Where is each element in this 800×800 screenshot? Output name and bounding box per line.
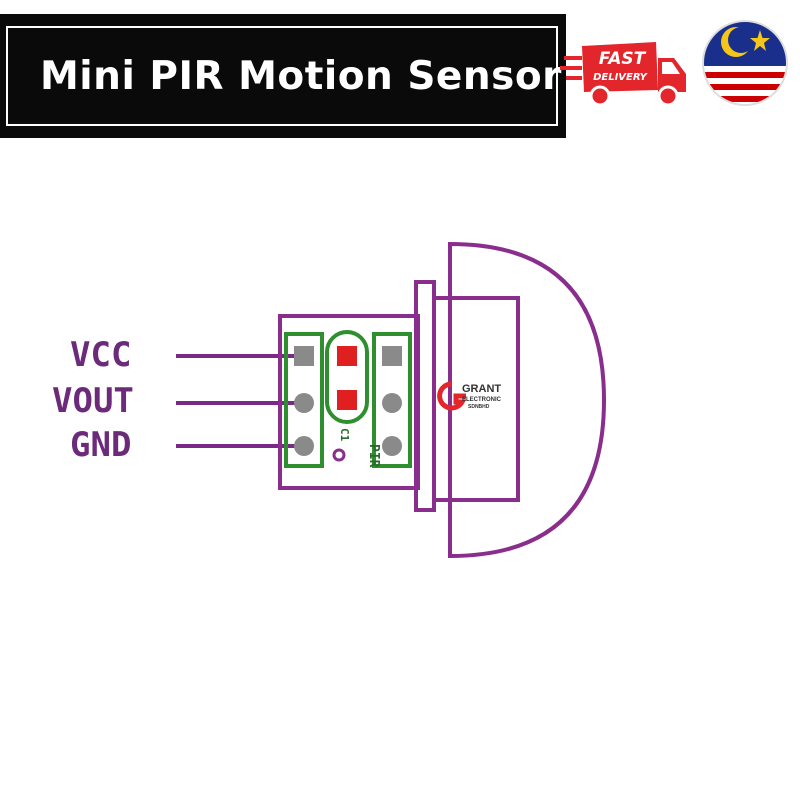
badge-fast-text: FAST <box>599 49 647 69</box>
grant-logo-icon <box>437 381 467 411</box>
malaysia-flag-icon <box>702 20 788 106</box>
polarity-marker <box>332 448 346 462</box>
pin-label-gnd: GND <box>70 425 131 465</box>
fresnel-lens-dome <box>448 241 607 559</box>
brand-name: GRANT <box>462 383 501 395</box>
silk-c1-label: C1 <box>338 428 351 442</box>
pad-right-2 <box>382 393 402 413</box>
title-bar: Mini PIR Motion Sensor <box>0 14 566 138</box>
pad-right-3 <box>382 436 402 456</box>
pad-gnd <box>294 436 314 456</box>
title-frame: Mini PIR Motion Sensor <box>6 26 561 126</box>
fast-delivery-badge: FAST DELIVERY <box>560 42 686 107</box>
pcb-silkscreen <box>284 330 412 468</box>
header-pads <box>294 346 402 456</box>
left-header-outline <box>284 332 324 468</box>
pin-label-vcc: VCC <box>70 335 131 375</box>
pad-vout <box>294 393 314 413</box>
page-title: Mini PIR Motion Sensor <box>40 53 562 99</box>
badge-delivery-text: DELIVERY <box>593 72 649 83</box>
pin-label-vout: VOUT <box>52 381 134 421</box>
pad-vcc <box>294 346 314 366</box>
grant-electronic-logo: GRANT ELECTRONIC SDNBHD <box>437 381 502 411</box>
pad-right-1 <box>382 346 402 366</box>
c1-pad-top <box>337 346 357 366</box>
silk-pir-label: PIR <box>366 444 381 468</box>
sensor-outline <box>278 241 607 559</box>
brand-line2: ELECTRONIC <box>462 397 502 403</box>
brand-line3: SDNBHD <box>468 404 490 410</box>
right-header-outline <box>372 332 412 468</box>
c1-pad-bottom <box>337 390 357 410</box>
truck-icon <box>560 42 686 107</box>
c1-capacitor-outline <box>325 330 369 424</box>
sensor-housing <box>432 296 520 502</box>
